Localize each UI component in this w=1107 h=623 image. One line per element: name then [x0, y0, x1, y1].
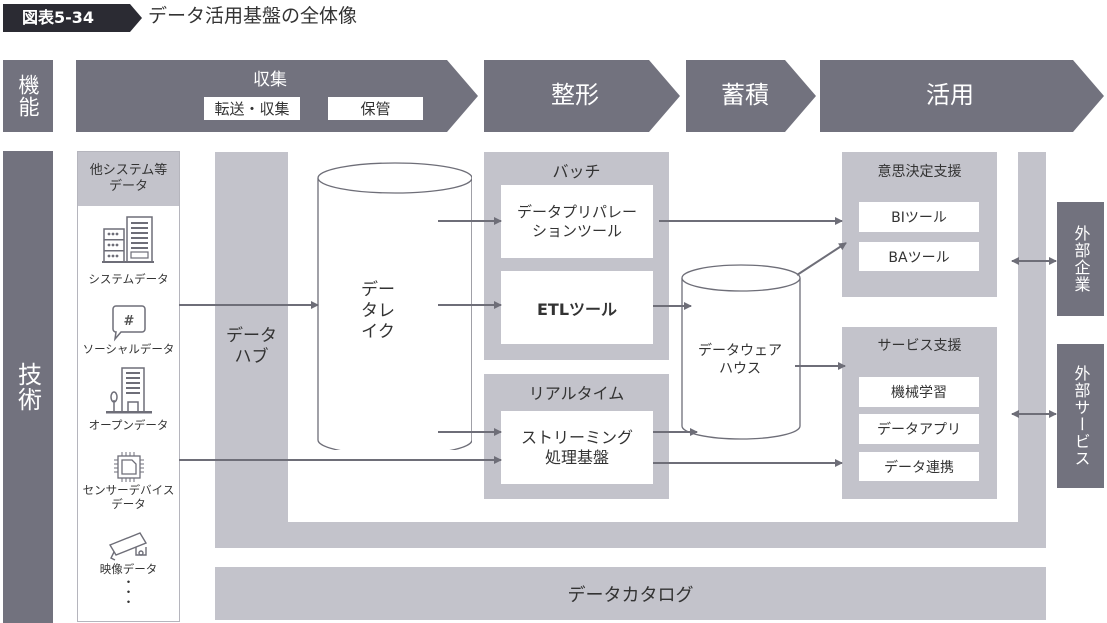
sources-header: 他システム等データ: [78, 152, 179, 206]
stage-collect-label: 収集: [253, 69, 287, 90]
stage-collect-transfer: 転送・収集: [204, 97, 300, 120]
data-hub-left-bar: [215, 152, 288, 548]
streaming-platform: ストリーミング処理基盤: [501, 411, 653, 484]
data-preparation-tool: データプリパレーションツール: [501, 185, 653, 258]
figure-number: 図表5-34: [22, 8, 95, 27]
data-catalog: データカタログ: [215, 567, 1046, 620]
office-building-icon: [106, 367, 152, 414]
external-service: 外部サービス: [1057, 344, 1104, 488]
external-service-label: 外部サービス: [1071, 365, 1091, 467]
stage-chevron-store: [686, 60, 816, 132]
more-dot: ・: [122, 575, 135, 589]
server-building-icon: [102, 216, 154, 263]
data-hub-right-bar: [1018, 152, 1046, 548]
source-sensor-data: センサーデバイスデータ: [82, 483, 175, 511]
figure-title: データ活用基盤の全体像: [148, 5, 358, 27]
data-lake-label: データレイク: [361, 279, 395, 342]
source-open-data: オープンデータ: [88, 418, 169, 432]
realtime-title: リアルタイム: [528, 384, 625, 403]
ba-tool: BAツール: [859, 242, 979, 271]
decision-support-title: 意思決定支援: [877, 164, 962, 180]
stage-chevron-shape: [484, 60, 680, 132]
technology-row-label: 技術: [3, 151, 53, 623]
source-system-data: システムデータ: [88, 272, 169, 286]
security-camera-icon: [108, 532, 148, 561]
sources-panel: 他システム等データ システムデータ # ソーシャルデータ: [77, 151, 180, 622]
data-lake-cylinder: [317, 162, 472, 450]
technology-row-text: 技術: [13, 362, 42, 412]
data-warehouse-cylinder: [681, 264, 801, 440]
data-integration: データ連携: [859, 452, 979, 481]
stage-chevron-use: [820, 60, 1104, 132]
batch-title: バッチ: [552, 162, 601, 181]
hashtag-speech-bubble-icon: #: [112, 305, 146, 342]
machine-learning: 機械学習: [859, 377, 979, 407]
source-video-data: 映像データ: [99, 562, 158, 576]
stage-collect-storage: 保管: [328, 97, 423, 120]
data-app: データアプリ: [859, 414, 979, 444]
etl-tool: ETLツール: [501, 271, 653, 344]
external-company-label: 外部企業: [1071, 225, 1091, 293]
data-hub-bottom-bar: [215, 522, 1046, 548]
data-hub-label: データハブ: [226, 326, 277, 367]
service-support-title: サービス支援: [877, 338, 962, 354]
chip-icon: [114, 452, 144, 482]
stage-store-label: 蓄積: [721, 80, 769, 109]
function-row-label: 機能: [3, 60, 53, 132]
svg-text:#: #: [124, 314, 135, 329]
stage-use-label: 活用: [926, 80, 974, 109]
function-row-text: 機能: [16, 74, 40, 118]
stage-shape-label: 整形: [551, 80, 599, 109]
data-warehouse-label: データウェアハウス: [698, 343, 782, 377]
external-company: 外部企業: [1057, 202, 1104, 316]
bi-tool: BIツール: [859, 202, 979, 232]
more-dot: ・: [122, 595, 135, 609]
more-dot: ・: [122, 585, 135, 599]
figure-badge-shape: [3, 4, 142, 32]
source-social-data: ソーシャルデータ: [82, 342, 175, 356]
